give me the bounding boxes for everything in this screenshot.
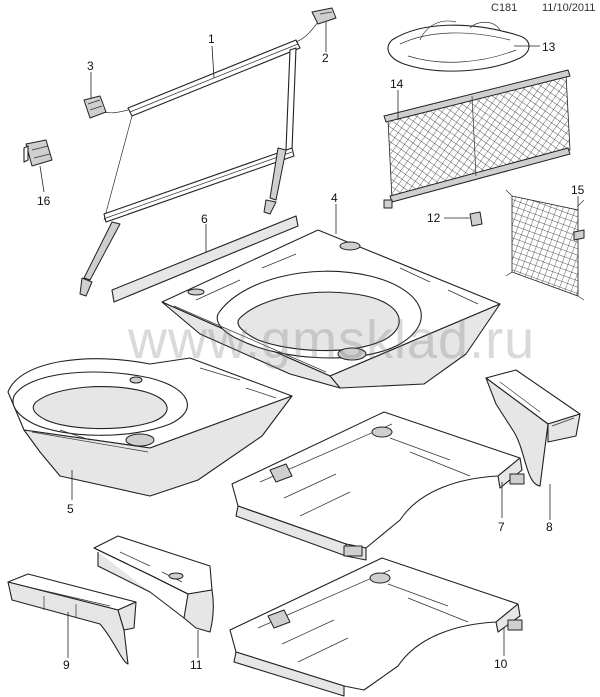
part-9-side-tray bbox=[7, 573, 137, 665]
diagram-code: C181 bbox=[491, 2, 518, 14]
part-12-clip bbox=[466, 211, 483, 227]
callout-7: 7 bbox=[498, 520, 505, 534]
callout-8: 8 bbox=[546, 520, 553, 534]
callout-3: 3 bbox=[87, 59, 94, 73]
callout-12: 12 bbox=[427, 211, 441, 225]
callout-2: 2 bbox=[322, 51, 329, 65]
callout-5: 5 bbox=[67, 502, 74, 516]
part-14-cargo-net bbox=[383, 69, 571, 209]
part-11-side-tray bbox=[93, 535, 214, 633]
callout-16: 16 bbox=[37, 194, 51, 208]
part-10-foam-insert bbox=[229, 557, 523, 697]
callout-13: 13 bbox=[542, 40, 556, 54]
part-4-floor-tray bbox=[161, 229, 501, 389]
part-15-cargo-net bbox=[505, 189, 585, 301]
part-7-foam-insert bbox=[231, 411, 525, 561]
part-16-clip bbox=[23, 139, 53, 167]
part-13-bag bbox=[387, 20, 530, 72]
callout-11: 11 bbox=[190, 658, 203, 672]
part-3-clip bbox=[83, 95, 107, 119]
callout-9: 9 bbox=[63, 658, 70, 672]
diagram-date: 11/10/2011 bbox=[542, 2, 596, 14]
callout-6: 6 bbox=[201, 212, 208, 226]
part-6-trim-strip bbox=[111, 215, 299, 303]
callout-1: 1 bbox=[208, 32, 215, 46]
part-1-cargo-cover bbox=[79, 7, 337, 297]
part-8-storage-box bbox=[485, 369, 581, 487]
callout-15: 15 bbox=[571, 183, 585, 197]
callout-4: 4 bbox=[331, 191, 338, 205]
callout-14: 14 bbox=[390, 77, 404, 91]
callout-10: 10 bbox=[494, 657, 508, 671]
part-5-floor-tray bbox=[7, 357, 293, 497]
leader-lines bbox=[39, 22, 579, 658]
